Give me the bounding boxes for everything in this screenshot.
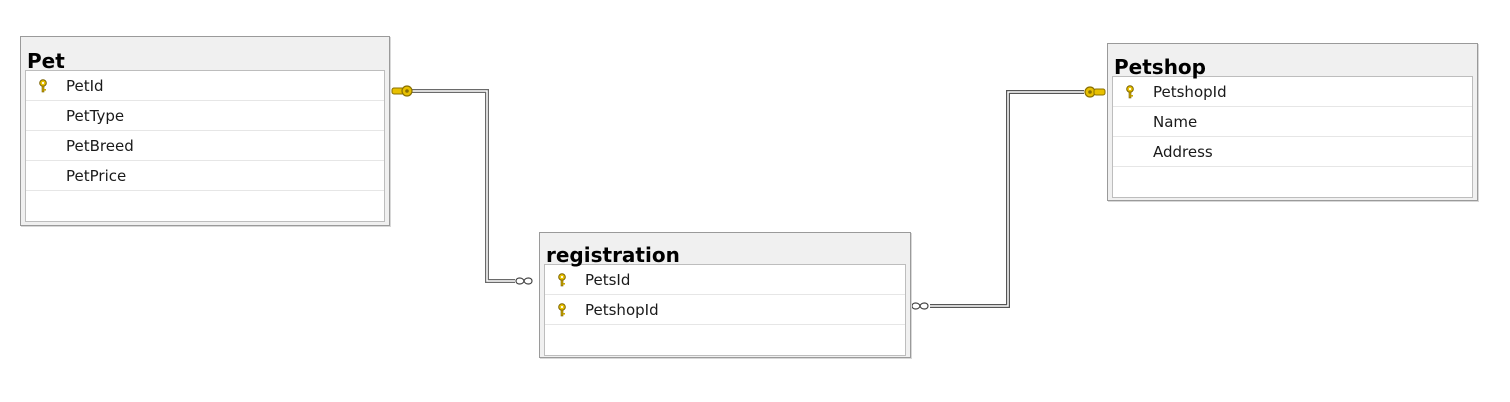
column-name: Name (1153, 112, 1198, 131)
column-row[interactable]: PetBreed (26, 131, 384, 161)
empty-row[interactable] (545, 325, 905, 355)
table-registration[interactable]: registration PetsId PetshopId (539, 232, 911, 358)
column-name: PetId (66, 76, 104, 95)
column-row[interactable]: PetId (26, 71, 384, 101)
table-pet[interactable]: Pet PetId PetType PetBreed PetPrice (20, 36, 390, 226)
table-title: registration (546, 243, 680, 267)
column-name: PetsId (585, 270, 631, 289)
column-row[interactable]: PetType (26, 101, 384, 131)
column-row[interactable]: Address (1113, 137, 1472, 167)
key-icon (26, 71, 66, 101)
key-connector-icon (391, 85, 413, 97)
infinity-icon (911, 302, 929, 310)
column-name: PetPrice (66, 166, 127, 185)
column-name: PetType (66, 106, 125, 125)
column-grid: PetsId PetshopId (544, 264, 906, 356)
column-row[interactable]: PetPrice (26, 161, 384, 191)
column-name: Address (1153, 142, 1213, 161)
empty-row[interactable] (1113, 167, 1472, 197)
column-grid: PetshopId Name Address (1112, 76, 1473, 198)
table-title: Petshop (1114, 55, 1206, 79)
column-name: PetshopId (1153, 82, 1227, 101)
column-grid: PetId PetType PetBreed PetPrice (25, 70, 385, 222)
table-petshop[interactable]: Petshop PetshopId Name Address (1107, 43, 1478, 201)
infinity-icon (515, 277, 533, 285)
column-row[interactable]: PetsId (545, 265, 905, 295)
column-row[interactable]: PetshopId (545, 295, 905, 325)
table-title: Pet (27, 49, 65, 73)
key-icon (545, 295, 585, 325)
key-icon (1113, 77, 1153, 107)
empty-row[interactable] (26, 191, 384, 221)
relationship-pet-registration[interactable] (412, 89, 515, 283)
column-row[interactable]: PetshopId (1113, 77, 1472, 107)
key-icon (545, 265, 585, 295)
column-row[interactable]: Name (1113, 107, 1472, 137)
column-name: PetshopId (585, 300, 659, 319)
column-name: PetBreed (66, 136, 134, 155)
key-connector-icon (1084, 86, 1106, 98)
relationship-petshop-registration[interactable] (930, 90, 1084, 308)
